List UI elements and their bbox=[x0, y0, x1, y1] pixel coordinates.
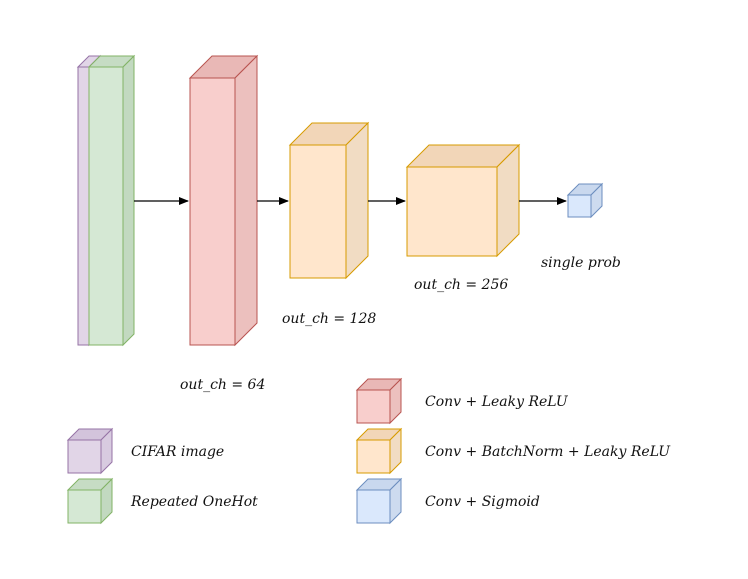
conv2-label: out_ch = 128 bbox=[282, 311, 376, 327]
conv3-block bbox=[405, 143, 521, 258]
legend-swatch-conv-sigmoid bbox=[355, 477, 403, 525]
conv1-block bbox=[188, 54, 259, 347]
legend-label-cifar: CIFAR image bbox=[131, 444, 224, 460]
input-onehot-block bbox=[87, 54, 136, 347]
legend-swatch-conv-bn-leaky bbox=[355, 427, 403, 475]
output-label: single prob bbox=[541, 255, 621, 271]
legend-swatch-cifar bbox=[66, 427, 114, 475]
legend-label-conv-leaky: Conv + Leaky ReLU bbox=[425, 394, 569, 410]
legend-label-conv-bn-leaky: Conv + BatchNorm + Leaky ReLU bbox=[425, 444, 671, 460]
conv2-block bbox=[288, 121, 370, 280]
conv3-label: out_ch = 256 bbox=[414, 277, 508, 293]
legend: CIFAR image Repeated OneHot Conv + Leaky… bbox=[66, 377, 671, 525]
legend-swatch-conv-leaky bbox=[355, 377, 403, 425]
legend-swatch-onehot bbox=[66, 477, 114, 525]
legend-label-conv-sigmoid: Conv + Sigmoid bbox=[425, 494, 540, 510]
conv1-label: out_ch = 64 bbox=[180, 377, 265, 393]
legend-label-onehot: Repeated OneHot bbox=[130, 494, 258, 510]
output-block bbox=[566, 182, 604, 219]
